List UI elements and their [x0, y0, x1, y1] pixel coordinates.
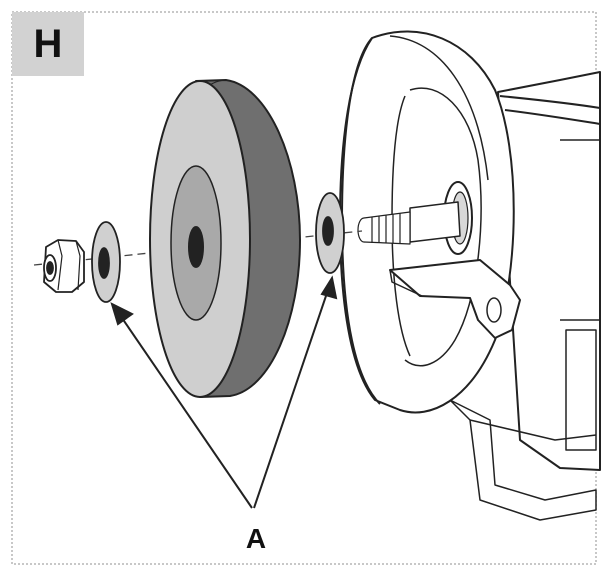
- grinding-wheel-icon: [149, 79, 301, 398]
- step-label: H: [33, 22, 63, 66]
- spindle-thread: [357, 211, 411, 245]
- step-tab: [12, 12, 84, 76]
- pointer-arrow-icon: [110, 275, 338, 509]
- washer-icon: [91, 221, 121, 303]
- hex-nut-icon: [43, 239, 85, 293]
- bench-grinder-icon: [339, 30, 601, 521]
- callout-label: A: [245, 523, 267, 554]
- spindle-axis-line: [33, 230, 363, 266]
- washer-icon: [315, 192, 345, 274]
